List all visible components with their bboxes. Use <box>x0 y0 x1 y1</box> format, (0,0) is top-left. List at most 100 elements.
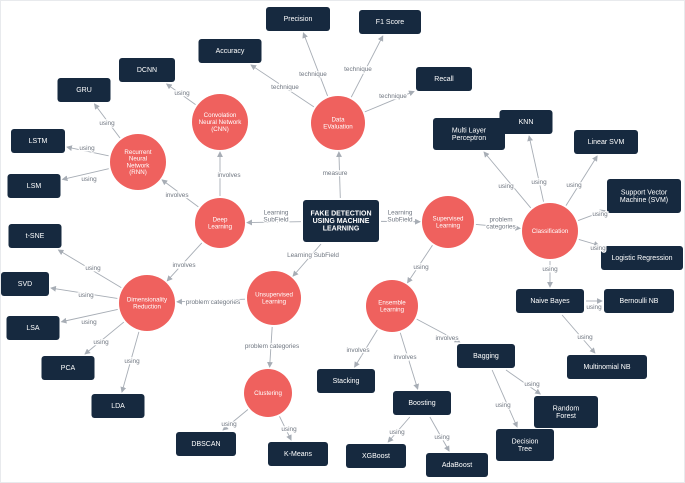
node-k-means[interactable]: K-Means <box>268 442 328 466</box>
accuracy-box[interactable] <box>198 39 262 63</box>
rnn-circle[interactable] <box>110 134 166 190</box>
node-naive-bayes[interactable]: Naive Bayes <box>516 289 584 313</box>
data-evaluation-circle[interactable] <box>311 96 365 150</box>
edge-dim-reduction-lsa <box>60 308 118 324</box>
edge-deep-learning-dim-reduction <box>166 242 203 282</box>
node-adaboost[interactable]: AdaBoost <box>426 453 488 477</box>
edge-label-dim-reduction-pca: using <box>93 339 109 346</box>
bagging-box[interactable] <box>457 344 515 368</box>
random-forest-box[interactable] <box>534 396 598 428</box>
node-lstm[interactable]: LSTM <box>11 129 65 153</box>
adaboost-box[interactable] <box>426 453 488 477</box>
node-linear-svm[interactable]: Linear SVM <box>574 130 638 154</box>
svd-box[interactable] <box>1 272 49 296</box>
node-f1-score[interactable]: F1 Score <box>359 10 421 34</box>
clustering-circle[interactable] <box>244 369 292 417</box>
node-bagging[interactable]: Bagging <box>457 344 515 368</box>
node-multinomial-nb[interactable]: Multinomial NB <box>567 355 647 379</box>
decision-tree-box[interactable] <box>496 429 554 461</box>
center-box[interactable] <box>303 200 379 242</box>
edge-label-classification-svm: using <box>592 211 608 218</box>
node-t-sne[interactable]: t-SNE <box>8 224 62 248</box>
classification-circle[interactable] <box>522 203 578 259</box>
f1-score-box[interactable] <box>359 10 421 34</box>
lsm-box[interactable] <box>7 174 61 198</box>
logistic-regression-box[interactable] <box>601 246 683 270</box>
mlp-box[interactable] <box>433 118 505 150</box>
edge-label-ensemble-stacking: involves <box>346 347 369 354</box>
t-sne-box[interactable] <box>8 224 62 248</box>
precision-box[interactable] <box>266 7 330 31</box>
pca-box[interactable] <box>41 356 95 380</box>
edge-label-dim-reduction-svd: using <box>78 292 94 299</box>
node-clustering[interactable]: Clustering <box>244 369 292 417</box>
xgboost-box[interactable] <box>346 444 406 468</box>
node-accuracy[interactable]: Accuracy <box>198 39 262 63</box>
dbscan-box[interactable] <box>176 432 236 456</box>
lsa-box[interactable] <box>6 316 60 340</box>
dcnn-box[interactable] <box>119 58 175 82</box>
edge-label-boosting-xgboost: using <box>389 429 405 436</box>
edge-supervised-ensemble <box>407 245 433 284</box>
lda-box[interactable] <box>91 394 145 418</box>
cnn-circle[interactable] <box>192 94 248 150</box>
svm-box[interactable] <box>607 179 681 213</box>
lstm-box[interactable] <box>11 129 65 153</box>
edge-label-classification-knn: using <box>531 179 547 186</box>
knn-box[interactable] <box>499 110 553 134</box>
unsupervised-circle[interactable] <box>247 271 301 325</box>
node-recall[interactable]: Recall <box>416 67 472 91</box>
edge-label-supervised-ensemble: using <box>413 264 429 271</box>
node-pca[interactable]: PCA <box>41 356 95 380</box>
edge-ensemble-bagging <box>416 318 461 343</box>
node-dbscan[interactable]: DBSCAN <box>176 432 236 456</box>
node-svd[interactable]: SVD <box>1 272 49 296</box>
node-boosting[interactable]: Boosting <box>393 391 451 415</box>
node-dcnn[interactable]: DCNN <box>119 58 175 82</box>
gru-box[interactable] <box>57 78 111 102</box>
node-stacking[interactable]: Stacking <box>317 369 375 393</box>
stacking-box[interactable] <box>317 369 375 393</box>
edge-label-dim-reduction-t-sne: using <box>85 265 101 272</box>
node-lsm[interactable]: LSM <box>7 174 61 198</box>
k-means-box[interactable] <box>268 442 328 466</box>
node-bernoulli-nb[interactable]: Bernoulli NB <box>604 289 674 313</box>
edge-naive-bayes-multinomial-nb <box>561 314 596 354</box>
node-xgboost[interactable]: XGBoost <box>346 444 406 468</box>
node-lda[interactable]: LDA <box>91 394 145 418</box>
node-knn[interactable]: KNN <box>499 110 553 134</box>
deep-learning-circle[interactable] <box>195 198 245 248</box>
bernoulli-nb-box[interactable] <box>604 289 674 313</box>
node-lsa[interactable]: LSA <box>6 316 60 340</box>
supervised-circle[interactable] <box>422 196 474 248</box>
boosting-box[interactable] <box>393 391 451 415</box>
recall-box[interactable] <box>416 67 472 91</box>
ensemble-circle[interactable] <box>366 280 418 332</box>
linear-svm-box[interactable] <box>574 130 638 154</box>
node-precision[interactable]: Precision <box>266 7 330 31</box>
naive-bayes-box[interactable] <box>516 289 584 313</box>
edge-classification-linear-svm <box>565 155 598 206</box>
dim-reduction-circle[interactable] <box>119 275 175 331</box>
node-logistic-regression[interactable]: Logistic Regression <box>601 246 683 270</box>
node-gru[interactable]: GRU <box>57 78 111 102</box>
edge-label-data-evaluation-accuracy: technique <box>271 84 299 91</box>
node-classification[interactable]: Classification <box>522 203 578 259</box>
multinomial-nb-box[interactable] <box>567 355 647 379</box>
edge-label-clustering-k-means: using <box>281 426 297 433</box>
